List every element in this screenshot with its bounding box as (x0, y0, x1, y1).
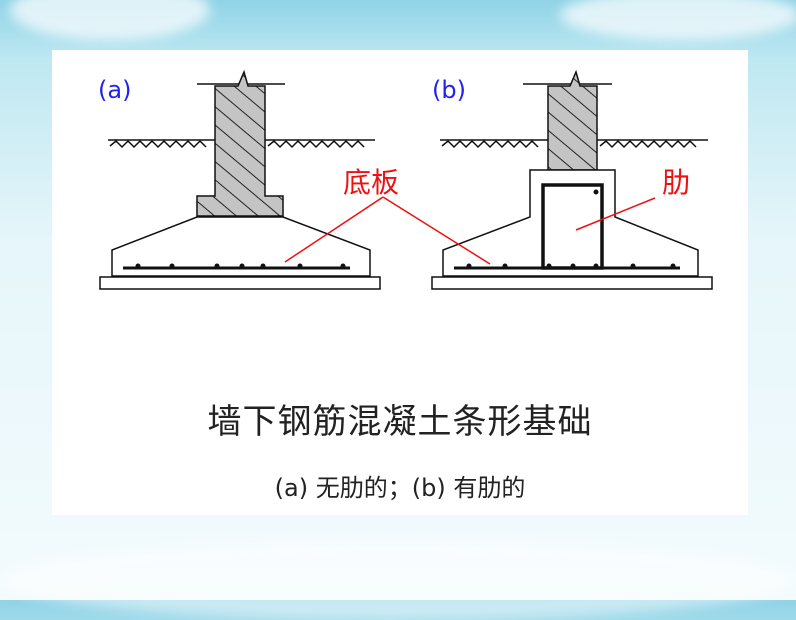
wall (547, 69, 598, 171)
label-b: (b) (432, 76, 466, 104)
callout-rib: 肋 (662, 166, 690, 199)
soil-hatch (441, 139, 697, 149)
base-cushion (99, 276, 381, 290)
diagram-b (431, 69, 713, 290)
callout-base-slab: 底板 (343, 166, 399, 199)
wall (196, 69, 284, 217)
cloud (560, 0, 796, 40)
label-a: (a) (98, 76, 131, 104)
footing-slab (111, 216, 371, 277)
slide-title: 墙下钢筋混凝土条形基础 (207, 402, 593, 442)
callout-lines (284, 196, 656, 265)
foundation-diagram: (a) (b) 底板 肋 (98, 69, 713, 290)
slide-subtitle: (a) 无肋的；(b) 有肋的 (274, 474, 526, 502)
ribbed-footing (442, 169, 699, 277)
soil-hatch (109, 139, 365, 149)
base-cushion (431, 276, 713, 290)
diagram-a (99, 69, 381, 290)
